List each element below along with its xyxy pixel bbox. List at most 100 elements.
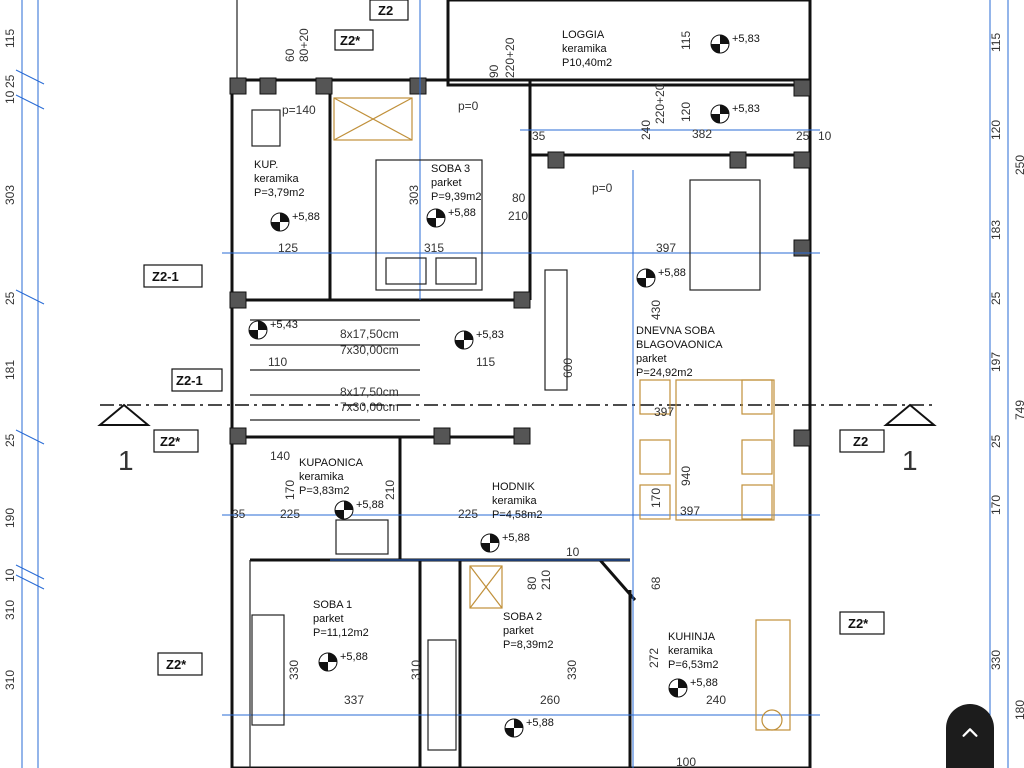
wall-tag: Z2*	[157, 652, 203, 676]
scroll-up-button[interactable]	[946, 704, 994, 768]
left-dim-8: 190	[3, 508, 17, 528]
dim-label: 315	[424, 241, 444, 255]
dim-label: 220+20	[653, 83, 667, 124]
room-dnevna-soba-material: parket	[636, 353, 667, 365]
dim-label: 430	[649, 300, 663, 320]
level-value: +5,83	[732, 33, 760, 45]
left-dim-1: 115	[3, 29, 17, 48]
level-value: +5,88	[658, 267, 686, 279]
room-loggia-area: P10,40m2	[562, 57, 612, 69]
room-kup: KUP. keramika P=3,79m2	[254, 159, 304, 199]
svg-text:Z2*: Z2*	[166, 657, 187, 672]
level-value: +5,88	[448, 207, 476, 219]
room-loggia-material: keramika	[562, 43, 608, 55]
level-value: +5,88	[502, 532, 530, 544]
dim-label: 225	[280, 507, 300, 521]
right-dim-10: 330	[989, 650, 1003, 670]
stairs-label-3: 8x17,50cm	[340, 385, 399, 399]
room-dnevna-soba: DNEVNA SOBA BLAGOVAONICA parket P=24,92m…	[636, 325, 723, 379]
room-soba-2-area: P=8,39m2	[503, 639, 553, 651]
right-dim-1: 115	[989, 33, 1003, 52]
left-dimension-column: 115 25 10 303 25 181 25 190 10 310 310	[3, 0, 45, 768]
room-loggia-name: LOGGIA	[562, 29, 605, 41]
level-markers: +5,83 +5,83 +5,88 +5,88 +5,88 +5,43 +5,8…	[248, 33, 760, 738]
room-dnevna-soba-name2: BLAGOVAONICA	[636, 339, 723, 351]
dim-label: 272	[647, 648, 661, 668]
dim-label: 210	[383, 480, 397, 500]
dim-label: 170	[649, 488, 663, 508]
level-marker: +5,88	[334, 499, 384, 520]
level-marker: +5,88	[318, 651, 368, 672]
stairs: 8x17,50cm 7x30,00cm 8x17,50cm 7x30,00cm	[250, 319, 420, 421]
level-value: +5,88	[340, 651, 368, 663]
level-value: +5,88	[526, 717, 554, 729]
dim-label: 260	[540, 693, 560, 707]
room-kuhinja-name: KUHINJA	[668, 631, 716, 643]
level-marker: +5,88	[480, 532, 530, 553]
chevron-up-icon	[962, 728, 978, 737]
room-kupaonica: KUPAONICA keramika P=3,83m2	[299, 457, 364, 497]
right-dim-3: 250	[1013, 155, 1024, 175]
left-dim-6: 181	[3, 360, 17, 380]
wall-tag: Z2*	[334, 29, 374, 51]
room-soba-3-name: SOBA 3	[431, 163, 470, 175]
dim-label: 120	[679, 102, 693, 122]
dim-label: 170	[283, 480, 297, 500]
room-soba-2: SOBA 2 parket P=8,39m2	[503, 611, 553, 651]
section-marker-left: 1	[118, 445, 134, 476]
level-marker: +5,88	[668, 677, 718, 698]
room-kuhinja-area: P=6,53m2	[668, 659, 718, 671]
right-dim-9: 170	[989, 495, 1003, 515]
room-soba-1-material: parket	[313, 613, 344, 625]
dim-label: 337	[344, 693, 364, 707]
svg-text:Z2-1: Z2-1	[152, 269, 179, 284]
left-dim-10: 310	[3, 600, 17, 620]
wall-tag: Z2	[369, 0, 409, 21]
right-dim-8: 25	[989, 434, 1003, 448]
room-soba-1-area: P=11,12m2	[313, 627, 369, 639]
svg-text:Z2*: Z2*	[848, 616, 869, 631]
dim-label: 397	[654, 405, 674, 419]
left-dim-5: 25	[3, 291, 17, 305]
room-kup-material: keramika	[254, 173, 300, 185]
level-marker: +5,88	[426, 207, 476, 228]
dim-label: 397	[656, 241, 676, 255]
inner-dimension-lines	[222, 0, 820, 768]
level-marker: +5,88	[270, 211, 320, 232]
room-hodnik-material: keramika	[492, 495, 538, 507]
room-soba-3-material: parket	[431, 177, 462, 189]
svg-text:Z2: Z2	[853, 434, 868, 449]
wall-tag: Z2-1	[143, 264, 203, 288]
room-kupaonica-area: P=3,83m2	[299, 485, 349, 497]
dim-label: 940	[679, 466, 693, 486]
room-dnevna-soba-area: P=24,92m2	[636, 367, 693, 379]
room-loggia: LOGGIA keramika P10,40m2	[562, 29, 612, 69]
level-value: +5,83	[476, 329, 504, 341]
wall-type-tags: Z2 Z2* Z2-1 Z2-1 Z2* Z2 Z2* Z2*	[143, 0, 885, 676]
room-hodnik-area: P=4,58m2	[492, 509, 542, 521]
dim-label: 68	[649, 576, 663, 590]
dim-label: 60	[283, 48, 297, 62]
dim-label: 80	[512, 191, 526, 205]
dim-label: 10	[818, 129, 832, 143]
level-marker: +5,83	[454, 329, 504, 350]
furniture	[251, 97, 791, 751]
room-kupaonica-material: keramika	[299, 471, 345, 483]
room-kuhinja: KUHINJA keramika P=6,53m2	[668, 631, 718, 671]
stairs-label-4: 7x30,00cm	[340, 400, 399, 414]
dim-label: 303	[407, 185, 421, 205]
right-dim-2: 120	[989, 120, 1003, 140]
dim-label: 210	[539, 570, 553, 590]
level-value: +5,43	[270, 319, 298, 331]
level-marker: +5,88	[504, 717, 554, 738]
dim-label: 115	[476, 355, 495, 369]
dim-label: 600	[561, 358, 575, 378]
dim-label: 115	[679, 31, 693, 50]
dim-label: 310	[409, 660, 423, 680]
left-dim-9: 10	[3, 568, 17, 582]
room-kuhinja-material: keramika	[668, 645, 714, 657]
stairs-label-1: 8x17,50cm	[340, 327, 399, 341]
svg-text:Z2*: Z2*	[340, 33, 361, 48]
level-marker: +5,88	[636, 267, 686, 288]
room-soba-3: SOBA 3 parket P=9,39m2	[431, 163, 481, 203]
